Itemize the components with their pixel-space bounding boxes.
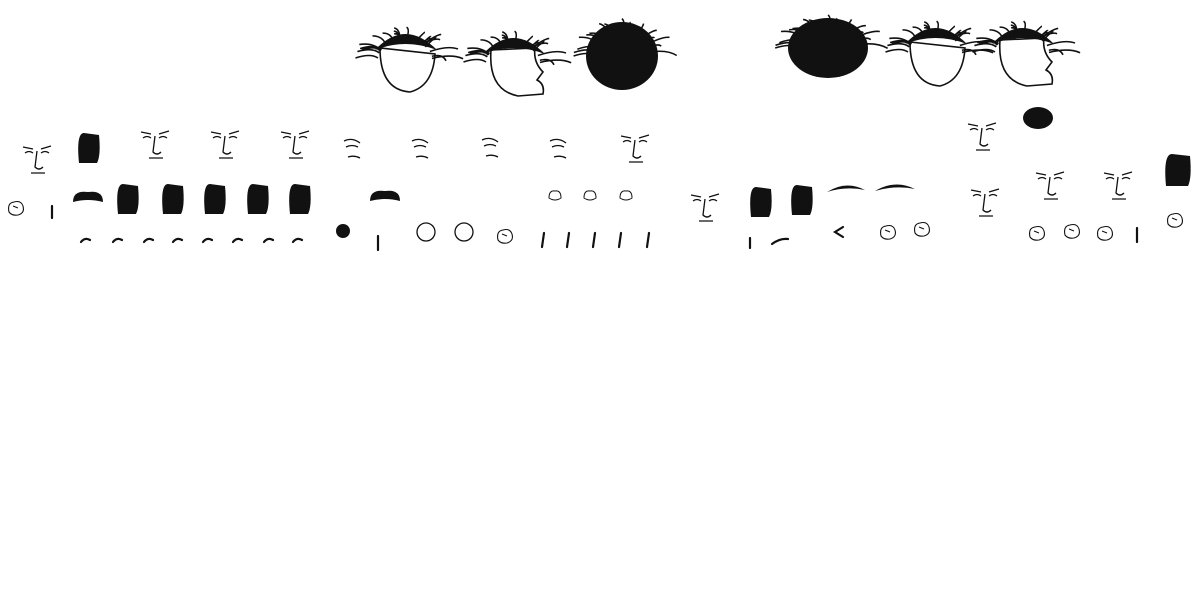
nose-sprite xyxy=(548,190,562,201)
face-features-sprite xyxy=(1103,171,1133,200)
nose-sprite xyxy=(619,190,633,201)
face-features-sprite xyxy=(140,130,170,159)
ring-sprite xyxy=(416,222,436,242)
brow-stroke-sprite xyxy=(770,237,790,246)
hair-piece-sprite xyxy=(1165,154,1191,186)
line-sprite xyxy=(565,231,571,249)
hair-piece-sprite xyxy=(204,184,226,214)
line-sprite xyxy=(540,231,546,249)
eyebrow-sprite xyxy=(875,184,915,191)
eye-sprite xyxy=(549,138,567,159)
line-sprite xyxy=(645,231,651,249)
hand-sprite xyxy=(497,228,513,244)
eye-sprite xyxy=(481,137,499,158)
line-sprite xyxy=(591,231,597,249)
hand-sprite xyxy=(1029,225,1045,241)
eye-sprite xyxy=(411,138,429,159)
head-front-sprite xyxy=(885,20,994,87)
face-features-sprite xyxy=(967,122,997,151)
nose-sprite xyxy=(583,190,597,201)
face-features-sprite xyxy=(620,134,650,163)
ring-sprite xyxy=(454,222,474,242)
hand-sprite xyxy=(1167,212,1183,228)
hand-sprite xyxy=(1064,223,1080,239)
small-stroke-sprite xyxy=(111,237,124,244)
hair-piece-sprite xyxy=(117,184,139,214)
head-front-sprite xyxy=(355,26,464,93)
eye-sprite xyxy=(343,138,361,159)
small-stroke-sprite xyxy=(291,237,304,244)
dark-hair-blob-sprite xyxy=(1023,107,1053,129)
small-stroke-sprite xyxy=(262,237,275,244)
line-sprite xyxy=(617,231,623,249)
small-stroke-sprite xyxy=(142,237,155,244)
head-profile-sprite xyxy=(463,30,572,97)
face-features-sprite xyxy=(210,130,240,159)
hair-piece-sprite xyxy=(78,133,100,163)
mustache-sprite xyxy=(370,190,400,201)
hair-mass-sprite xyxy=(774,14,889,78)
small-stroke-sprite xyxy=(201,237,214,244)
eyebrow-sprite xyxy=(827,185,865,192)
hair-piece-sprite xyxy=(289,184,311,214)
hand-sprite xyxy=(914,221,930,237)
hair-mass-sprite xyxy=(573,17,678,90)
chevron-sprite xyxy=(832,225,845,239)
small-stroke-sprite xyxy=(231,237,244,244)
face-features-sprite xyxy=(970,188,1000,217)
hair-piece-sprite xyxy=(791,185,813,215)
face-features-sprite xyxy=(22,145,52,174)
head-profile-sprite xyxy=(972,20,1081,87)
hand-sprite xyxy=(1097,225,1113,241)
hair-piece-sprite xyxy=(162,184,184,214)
face-features-sprite xyxy=(690,193,720,222)
small-stroke-sprite xyxy=(79,237,92,244)
hand-sprite xyxy=(880,224,896,240)
hand-sprite xyxy=(8,200,24,216)
small-stroke-sprite xyxy=(171,237,184,244)
face-features-sprite xyxy=(1035,171,1065,200)
mustache-sprite xyxy=(73,191,103,202)
hair-piece-sprite xyxy=(247,184,269,214)
small-hair-tuft-sprite xyxy=(336,224,350,238)
hair-piece-sprite xyxy=(750,187,772,217)
face-features-sprite xyxy=(280,130,310,159)
